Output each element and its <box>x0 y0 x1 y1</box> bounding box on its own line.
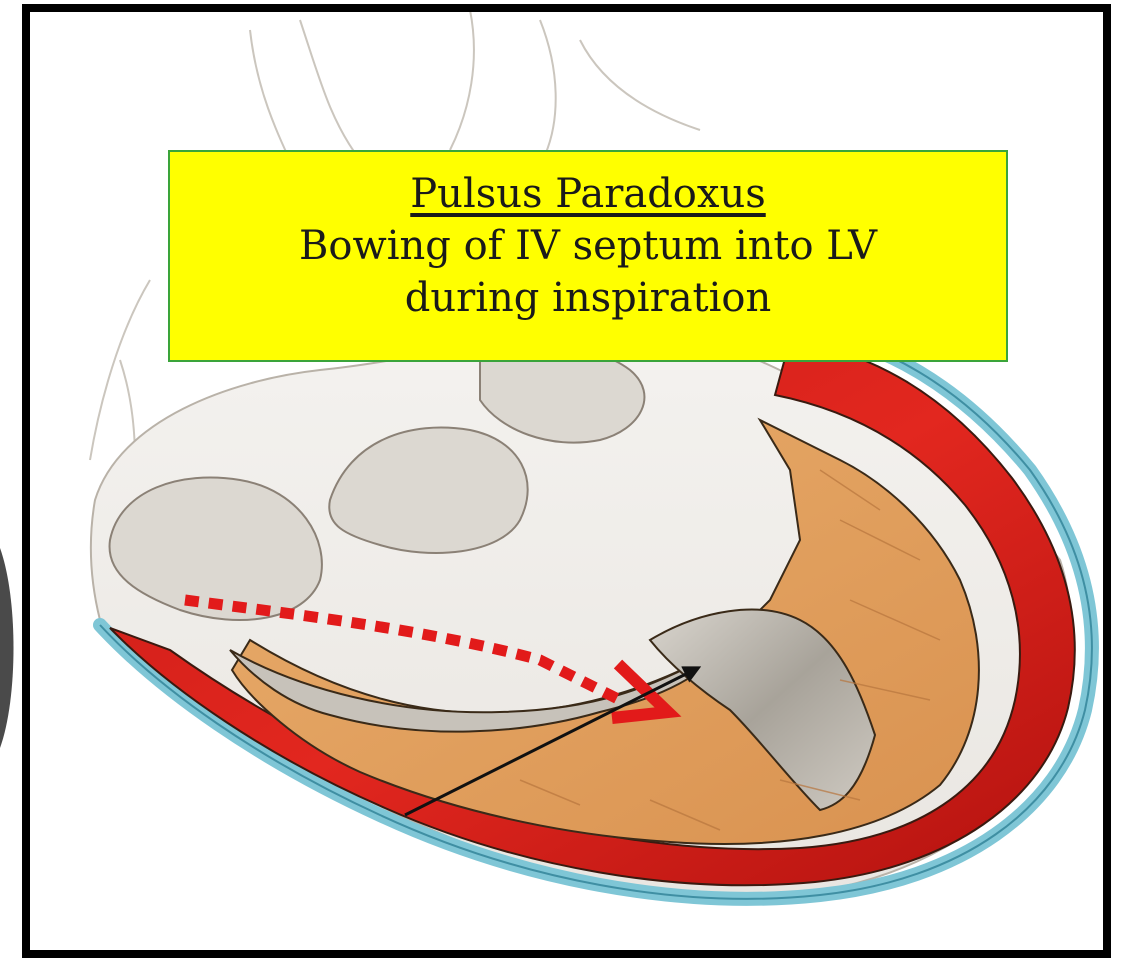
caption-box: Pulsus Paradoxus Bowing of IV septum int… <box>168 150 1008 362</box>
caption-title: Pulsus Paradoxus <box>170 168 1006 220</box>
cropped-edge-shape <box>0 548 22 748</box>
caption-line-1: Bowing of IV septum into LV <box>170 220 1006 272</box>
caption-line-2: during inspiration <box>170 272 1006 324</box>
